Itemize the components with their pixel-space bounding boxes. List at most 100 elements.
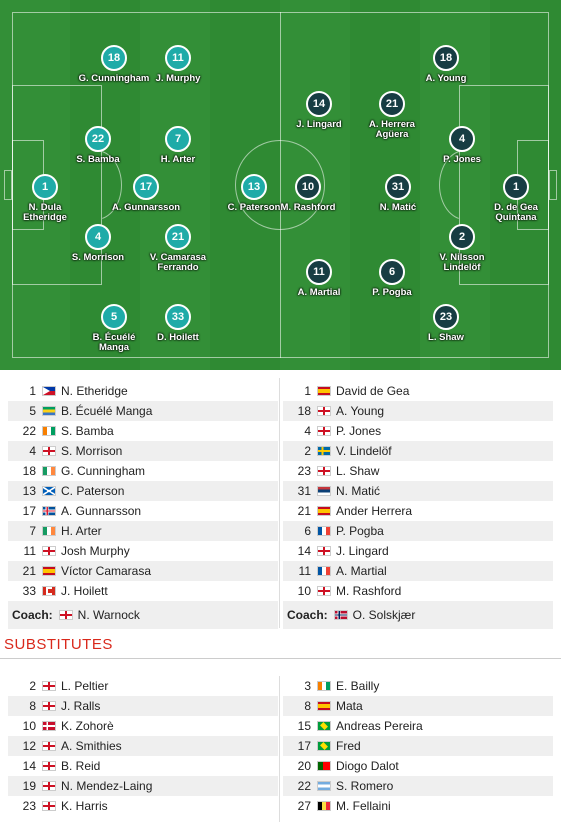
shirt-number: 15 <box>297 719 311 733</box>
player-number-disc: 4 <box>449 126 475 152</box>
player-number-disc: 17 <box>133 174 159 200</box>
flag-england-icon <box>42 781 56 791</box>
player-name: Mata <box>336 699 363 713</box>
flag-england-icon <box>42 701 56 711</box>
flag-france-icon <box>317 566 331 576</box>
column-divider <box>279 378 280 628</box>
player-name: C. Paterson <box>61 484 125 498</box>
shirt-number: 17 <box>22 504 36 518</box>
flag-france-icon <box>317 526 331 536</box>
player-number-disc: 23 <box>433 304 459 330</box>
player-name: M. Fellaini <box>336 799 391 813</box>
home-coach[interactable]: Coach: N. Warnock <box>8 601 278 629</box>
player-name: E. Bailly <box>336 679 380 693</box>
player-name: Josh Murphy <box>61 544 130 558</box>
shirt-number: 33 <box>22 584 36 598</box>
left-goal <box>4 170 12 200</box>
flag-ireland-icon <box>42 466 56 476</box>
shirt-number: 1 <box>304 384 311 398</box>
player-name: D. de Gea Quintana <box>494 202 538 223</box>
coach-name: N. Warnock <box>77 608 140 622</box>
player-name: N. Mendez-Laing <box>61 779 153 793</box>
player-name: G. Cunningham <box>78 73 150 84</box>
flag-england-icon <box>42 801 56 811</box>
player-name: K. Harris <box>61 799 108 813</box>
sub-row[interactable]: 15 Andreas Pereira <box>283 716 553 736</box>
right-goal <box>549 170 557 200</box>
flag-england-icon <box>317 406 331 416</box>
coach-label: Coach: <box>12 608 53 622</box>
player-number-disc: 13 <box>241 174 267 200</box>
flag-england-icon <box>317 466 331 476</box>
flag-belgium-icon <box>317 801 331 811</box>
shirt-number: 22 <box>297 779 311 793</box>
player-name: H. Arter <box>160 154 196 165</box>
player-name: N. Matić <box>336 484 381 498</box>
shirt-number: 22 <box>22 424 36 438</box>
player-number-disc: 21 <box>379 91 405 117</box>
shirt-number: 23 <box>297 464 311 478</box>
away-coach[interactable]: Coach:O. Solskjær <box>283 601 553 629</box>
player-name: J. Murphy <box>155 73 201 84</box>
player-name: Andreas Pereira <box>336 719 423 733</box>
